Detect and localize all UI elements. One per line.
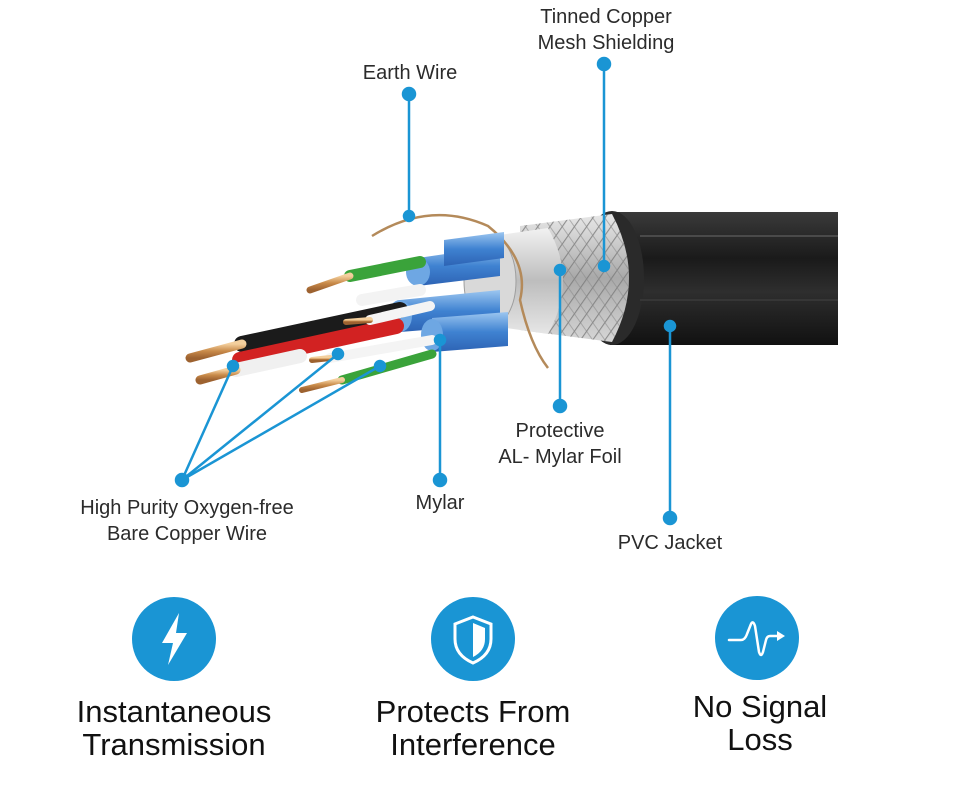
callout-earth-wire: Earth Wire bbox=[362, 62, 458, 84]
lightning-bolt-icon bbox=[132, 597, 216, 681]
callout-protective-foil: Protective AL- Mylar Foil bbox=[498, 420, 622, 468]
leader-lines bbox=[174, 56, 678, 526]
inner-conductors bbox=[185, 256, 437, 393]
callout-mylar: Mylar bbox=[415, 492, 465, 514]
earth-wire-shape bbox=[371, 213, 549, 369]
feature-label-interference: Protects From Interference bbox=[375, 694, 571, 762]
feature-label-transmission: Instantaneous Transmission bbox=[76, 694, 272, 762]
callout-tinned-copper-mesh: Tinned Copper Mesh Shielding bbox=[537, 6, 675, 54]
signal-wave-icon bbox=[715, 596, 799, 680]
shield-icon bbox=[431, 597, 515, 681]
callout-copper-wire: High Purity Oxygen-free Bare Copper Wire bbox=[80, 497, 294, 545]
callout-pvc-jacket: PVC Jacket bbox=[617, 532, 723, 554]
feature-label-signal-loss: No Signal Loss bbox=[692, 689, 828, 757]
